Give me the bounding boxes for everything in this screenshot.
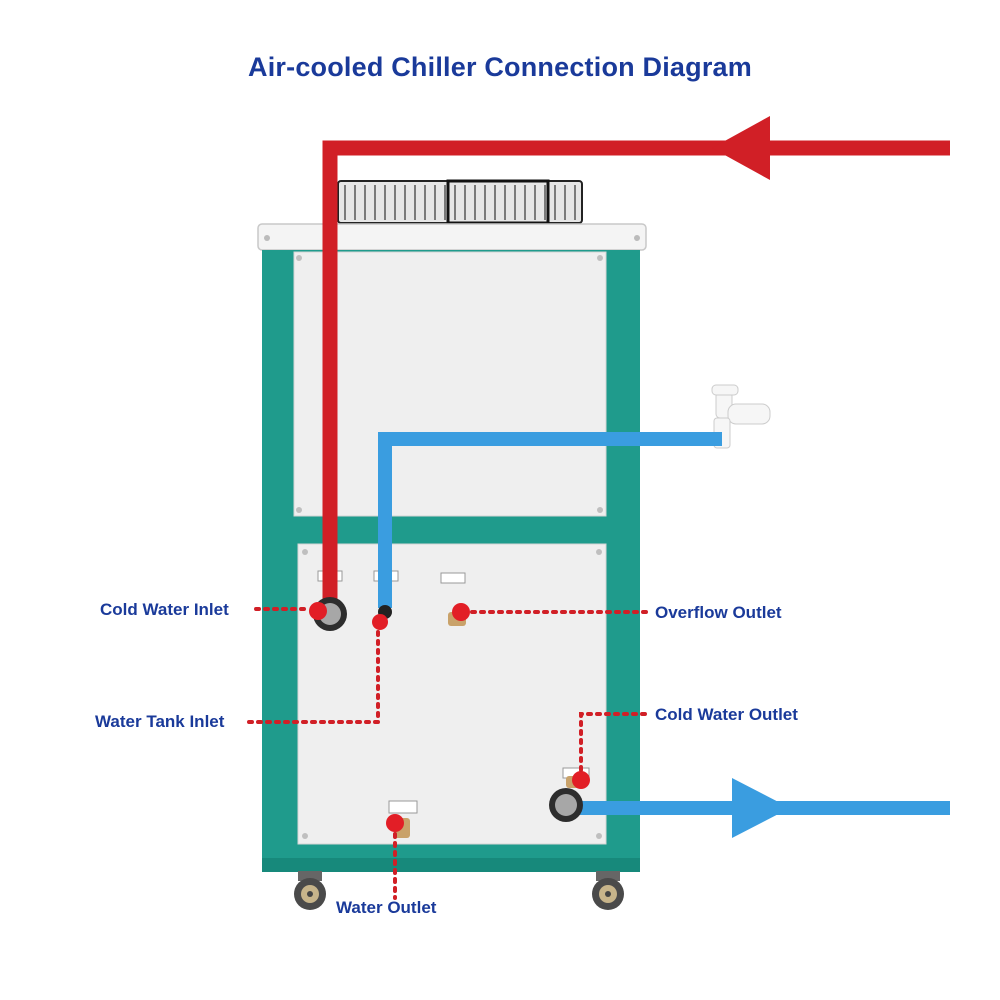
label-water-tank-inlet: Water Tank Inlet: [95, 712, 225, 731]
port-cold-water-inlet: [309, 597, 347, 631]
faucet-icon: [711, 384, 771, 449]
caster-left: [294, 871, 326, 910]
cabinet-frame: [262, 250, 640, 872]
inlet-pipe-red: [322, 116, 950, 608]
cabinet-top-cap: [257, 223, 647, 251]
leader-cold-water-outlet: [579, 712, 647, 772]
condenser-fan: [337, 179, 583, 225]
caster-right: [592, 871, 624, 910]
port-water-tank-inlet: [372, 605, 392, 630]
diagram-title: Air-cooled Chiller Connection Diagram: [248, 52, 752, 82]
leader-water-tank-inlet: [247, 630, 380, 724]
label-overflow-outlet: Overflow Outlet: [655, 603, 782, 622]
arrow-right-icon: [732, 778, 790, 838]
port-cold-water-outlet: [549, 771, 590, 822]
port-overflow-outlet: [448, 603, 470, 626]
arrow-left-icon: [712, 116, 770, 180]
tank-inlet-pipe-blue: [378, 432, 722, 608]
label-cold-water-outlet: Cold Water Outlet: [655, 705, 798, 724]
label-cold-water-inlet: Cold Water Inlet: [100, 600, 229, 619]
label-water-outlet: Water Outlet: [336, 898, 437, 917]
port-water-outlet: [386, 814, 410, 838]
outlet-pipe-blue: [572, 778, 950, 838]
